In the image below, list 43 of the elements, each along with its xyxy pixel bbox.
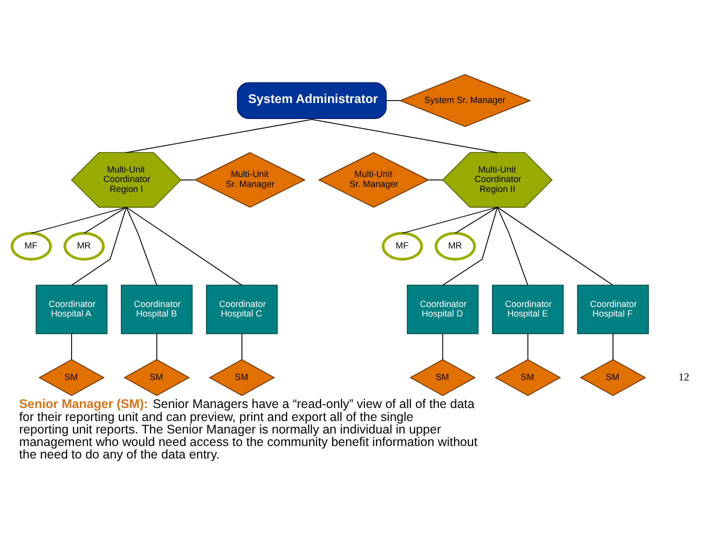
node-diamond: SM bbox=[494, 359, 562, 396]
connector bbox=[84, 206, 127, 234]
label: 12 bbox=[678, 371, 690, 384]
connector bbox=[402, 206, 498, 234]
node-ellipse: MR bbox=[64, 232, 105, 261]
node-diamond: Multi-Unit Sr. Manager bbox=[318, 152, 430, 208]
node-box: Coordinator Hospital C bbox=[206, 284, 278, 334]
connector bbox=[496, 206, 614, 286]
connector bbox=[386, 100, 400, 102]
node-ellipse: MF bbox=[10, 232, 52, 261]
node-box: Coordinator Hospital B bbox=[120, 284, 193, 334]
node-box: Coordinator Hospital A bbox=[36, 284, 108, 334]
node-ellipse: MR bbox=[434, 232, 476, 261]
caption: Senior Manager (SM): Senior Managers have a “read-only” view of all of the data for their reporting unit and can preview, print and export all of the single reporting unit reports. The Senior Manager is normally an individual in upper management who would need access to the community benefit information without the need to do any of the data entry. bbox=[19, 397, 478, 462]
node-diamond: SM bbox=[38, 359, 105, 396]
connector bbox=[71, 333, 72, 360]
node-diamond: SM bbox=[410, 359, 476, 396]
connector bbox=[180, 179, 196, 180]
connector bbox=[612, 333, 614, 360]
node-ellipse: MF bbox=[382, 232, 423, 261]
node-diamond: SM bbox=[124, 359, 190, 396]
connector bbox=[71, 206, 127, 286]
node-diamond: Multi-Unit Sr. Manager bbox=[194, 152, 306, 208]
connector bbox=[496, 206, 528, 286]
node-box: Coordinator Hospital F bbox=[577, 284, 649, 334]
node-diamond: System Sr. Manager bbox=[398, 74, 532, 128]
connector bbox=[311, 118, 498, 154]
connector bbox=[527, 333, 528, 360]
node-box: Coordinator Hospital D bbox=[406, 284, 479, 334]
connector bbox=[126, 206, 242, 286]
connector bbox=[442, 333, 444, 360]
connector bbox=[126, 206, 158, 286]
node-diamond: SM bbox=[580, 359, 646, 396]
connector bbox=[241, 333, 242, 360]
connector bbox=[428, 179, 443, 180]
connector bbox=[442, 206, 498, 286]
node-box: Coordinator Hospital E bbox=[492, 284, 564, 334]
connector bbox=[126, 118, 312, 154]
connector bbox=[156, 333, 158, 360]
node-diamond: SM bbox=[208, 359, 276, 396]
connector bbox=[30, 206, 127, 234]
connector bbox=[454, 206, 498, 234]
node-box: System Administrator bbox=[236, 82, 387, 119]
